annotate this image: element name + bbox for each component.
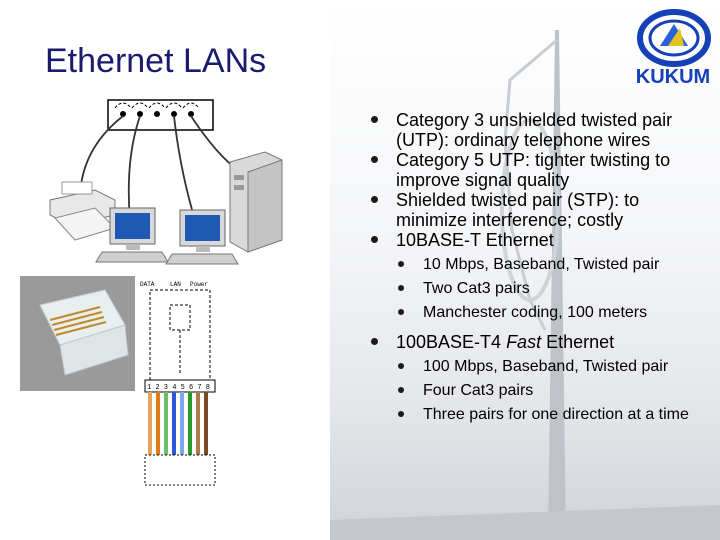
rj45-wiring-schematic: DATA LAN Power 1 2 3 4 5 6 7 8 xyxy=(140,281,216,486)
sub-bullet-text: Four Cat3 pairs xyxy=(423,382,534,399)
sub-bullet-text: Three pairs for one direction at a time xyxy=(423,406,689,423)
printer-icon xyxy=(49,181,116,241)
sub-bullet-dot-icon xyxy=(398,387,404,393)
bullet-dot-icon xyxy=(371,116,378,123)
logo-emblem-icon xyxy=(637,9,711,67)
bullet-list: Category 3 unshielded twisted pair (UTP)… xyxy=(368,110,708,424)
bullet-item: 100BASE-T4 Fast Ethernet xyxy=(368,332,708,352)
bullet-item: Category 3 unshielded twisted pair (UTP)… xyxy=(368,110,708,150)
bullet-text: 10BASE-T Ethernet xyxy=(396,230,554,250)
bullet-item: Category 5 UTP: tighter twisting to impr… xyxy=(368,150,708,190)
background-photo xyxy=(330,0,720,540)
sub-bullet-text: 10 Mbps, Baseband, Twisted pair xyxy=(423,256,660,273)
bullet-dot-icon xyxy=(371,156,378,163)
connector-label-data: DATA xyxy=(140,281,155,288)
bullet-text-italic: Fast xyxy=(506,332,542,352)
bullet-item: Shielded twisted pair (STP): to minimize… xyxy=(368,190,708,230)
logo-text: KUKUM xyxy=(635,66,711,88)
network-diagram: DATA LAN Power 1 2 3 4 5 6 7 8 xyxy=(20,99,283,486)
sub-bullet-dot-icon xyxy=(398,309,404,315)
rj45-connector-photo xyxy=(20,276,135,391)
bullet-text: Shielded twisted pair (STP): to minimize… xyxy=(396,190,640,230)
sub-bullet-text: 100 Mbps, Baseband, Twisted pair xyxy=(423,358,669,375)
kukum-logo: KUKUM xyxy=(630,8,716,92)
pin-numbers: 1 2 3 4 5 6 7 8 xyxy=(147,384,210,392)
bullet-text-end: Ethernet xyxy=(541,332,615,352)
bullet-text: Category 3 unshielded twisted pair (UTP)… xyxy=(396,110,673,150)
tower-photo xyxy=(330,30,720,540)
sub-bullet-item: Two Cat3 pairs xyxy=(368,280,708,298)
sub-bullet-dot-icon xyxy=(398,285,404,291)
bullet-dot-icon xyxy=(371,236,378,243)
sub-bullet-item: Manchester coding, 100 meters xyxy=(368,304,708,322)
computer-icon xyxy=(165,209,239,265)
sub-bullet-text: Two Cat3 pairs xyxy=(423,280,530,297)
sub-bullet-item: 100 Mbps, Baseband, Twisted pair xyxy=(368,358,708,376)
computer-icon xyxy=(95,207,169,263)
bullet-item: 10BASE-T Ethernet xyxy=(368,230,708,250)
connector-label-power: Power xyxy=(190,281,208,288)
sub-bullet-dot-icon xyxy=(398,411,404,417)
connector-label-lan: LAN xyxy=(170,281,181,288)
slide-title: Ethernet LANs xyxy=(45,42,267,80)
sub-bullet-dot-icon xyxy=(398,363,404,369)
sub-bullet-dot-icon xyxy=(398,261,404,267)
sub-bullet-text: Manchester coding, 100 meters xyxy=(423,304,648,321)
sub-bullet-item: Four Cat3 pairs xyxy=(368,382,708,400)
sub-bullet-item: 10 Mbps, Baseband, Twisted pair xyxy=(368,256,708,274)
bullet-dot-icon xyxy=(371,338,378,345)
bullet-text-start: 100BASE-T4 xyxy=(396,332,507,352)
server-icon xyxy=(229,151,283,253)
hub-icon xyxy=(107,99,214,131)
sub-bullet-item: Three pairs for one direction at a time xyxy=(368,406,708,424)
bullet-text: Category 5 UTP: tighter twisting to impr… xyxy=(396,150,671,190)
bullet-dot-icon xyxy=(371,196,378,203)
